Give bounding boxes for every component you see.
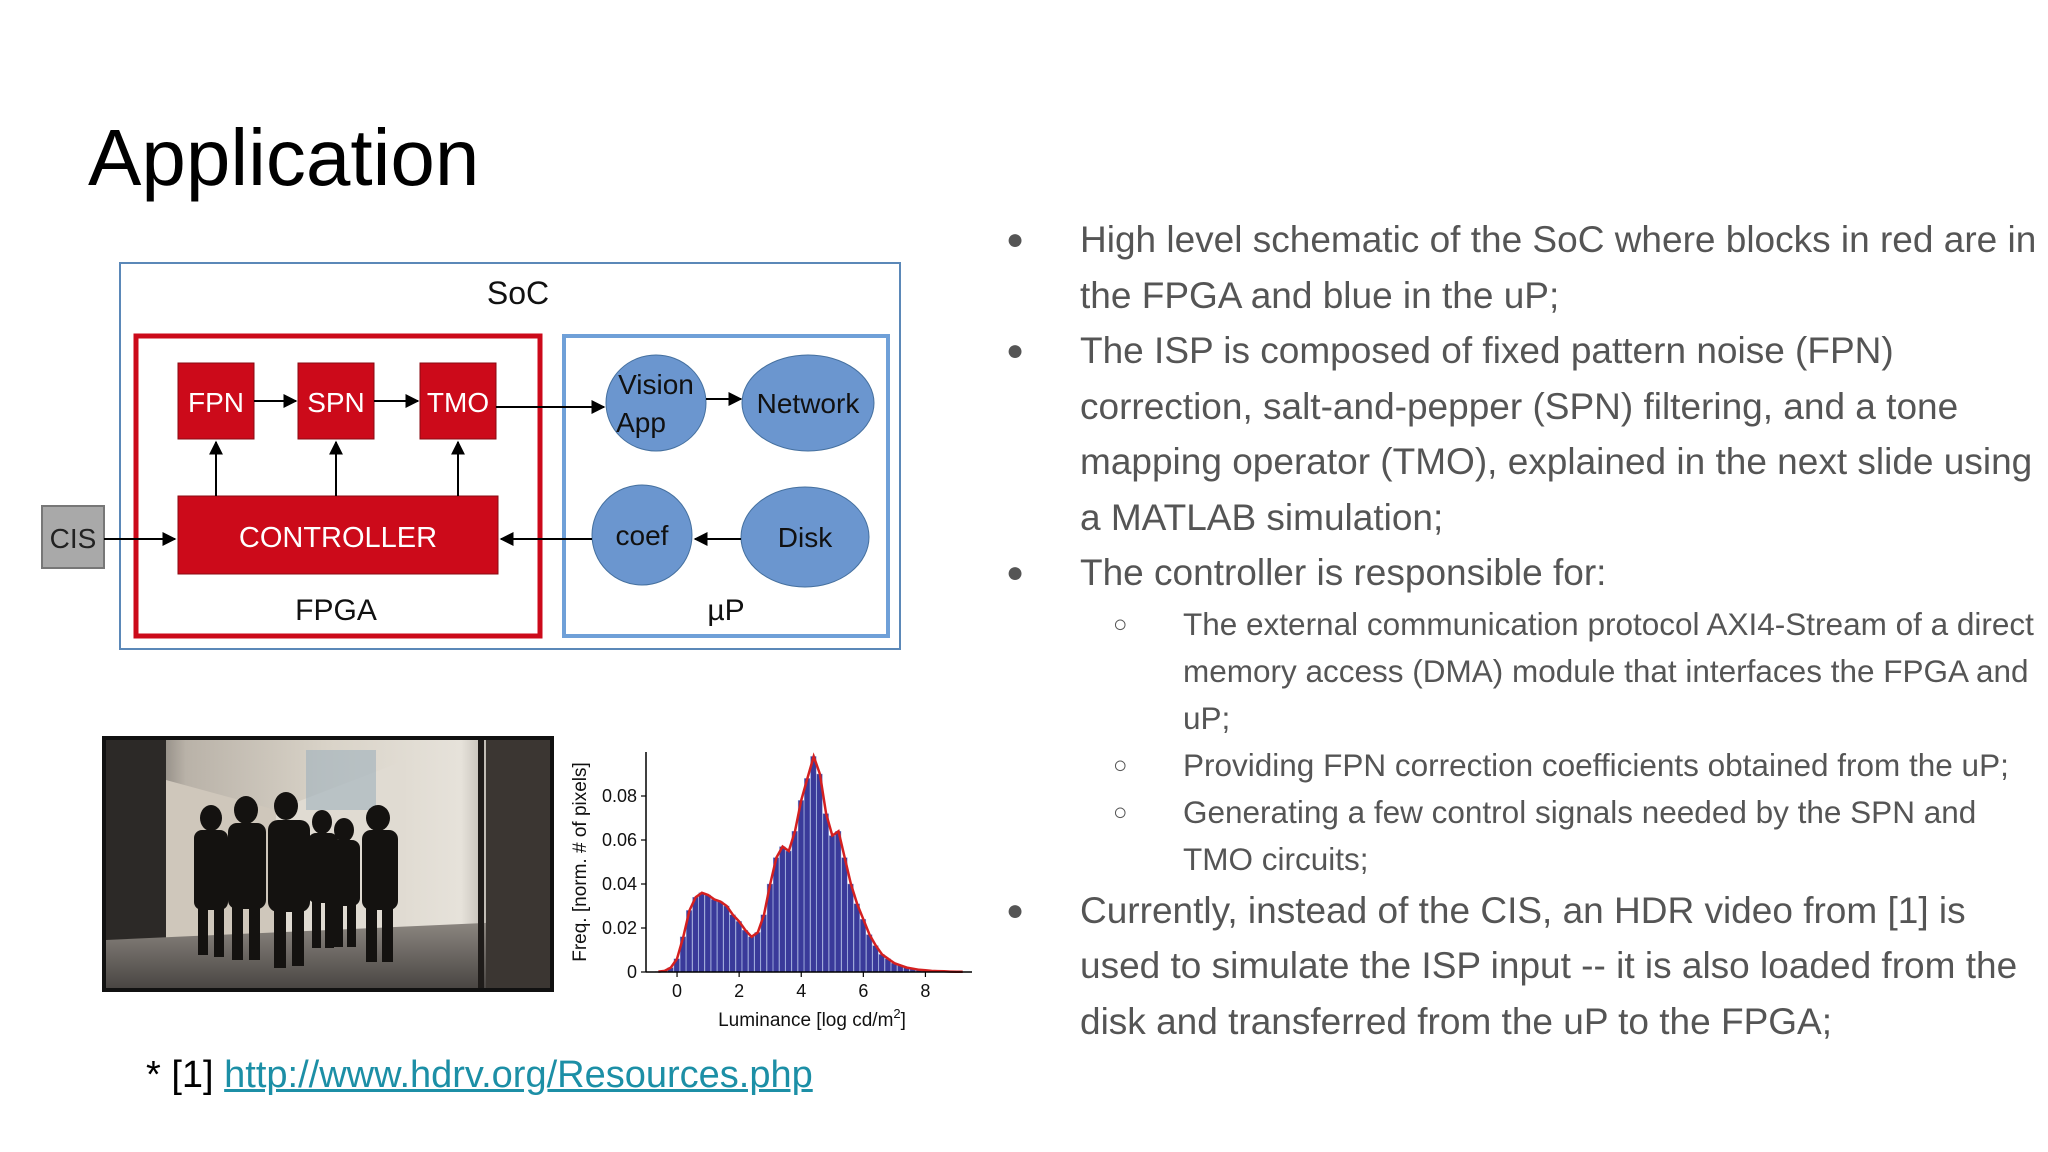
footnote-prefix: * [1] — [146, 1054, 225, 1096]
histogram-bar — [853, 903, 860, 973]
bullet-text: Generating a few control signals needed … — [1183, 793, 1977, 877]
histogram-bar — [773, 857, 780, 973]
histogram-bar — [860, 918, 867, 973]
histogram-bar — [816, 773, 823, 973]
bullet-item: ● High level schematic of the SoC where b… — [1000, 212, 2040, 323]
y-tick-label: 0.08 — [602, 786, 637, 806]
vision-label-2: App — [616, 407, 666, 438]
tmo-label: TMO — [427, 387, 489, 418]
bullet-circle-icon: ○ — [1113, 610, 1128, 638]
histogram-bar — [866, 934, 873, 973]
histogram-bar — [723, 905, 730, 973]
sub-bullet-item: ○ Providing FPN correction coefficients o… — [1000, 742, 2040, 789]
x-tick-label: 2 — [734, 981, 744, 1001]
histogram-bar — [847, 883, 854, 973]
histogram-bar — [748, 936, 755, 973]
fpn-label: FPN — [188, 387, 244, 418]
x-tick-label: 8 — [920, 981, 930, 1001]
histogram-bar — [828, 835, 835, 973]
histogram-bar — [692, 896, 699, 973]
bullet-circle-icon: ○ — [1113, 751, 1128, 779]
histogram-bar — [754, 932, 761, 973]
fpn-block — [177, 362, 255, 440]
histogram-bar — [822, 813, 829, 973]
histogram-bar — [779, 846, 786, 973]
footnote: * [1] http://www.hdrv.org/Resources.php — [146, 1056, 813, 1094]
histogram-bar — [704, 894, 711, 973]
xlabel-text: Luminance [log cd/m — [718, 1010, 893, 1031]
soc-box — [119, 262, 901, 650]
y-tick-label: 0.04 — [602, 874, 637, 894]
bullet-text: Currently, instead of the CIS, an HDR vi… — [1080, 889, 2018, 1042]
x-ticks: 0 2 4 6 8 — [672, 972, 930, 1001]
spn-label: SPN — [307, 387, 365, 418]
bullet-dot-icon: ● — [1006, 334, 1025, 367]
soc-label: SoC — [487, 275, 549, 311]
fpga-label: FPGA — [295, 594, 377, 627]
histogram-xlabel: Luminance [log cd/m2] — [718, 1006, 906, 1031]
histogram-bar — [835, 830, 842, 973]
histogram-bar — [791, 830, 798, 973]
histogram-bar — [742, 929, 749, 973]
sub-bullet-item: ○ Generating a few control signals needed… — [1000, 789, 2040, 883]
y-tick-label: 0.06 — [602, 830, 637, 850]
up-label: µP — [707, 594, 744, 627]
bullet-dot-icon: ● — [1006, 223, 1025, 256]
bullet-list: ● High level schematic of the SoC where b… — [1000, 212, 2040, 1049]
histogram-bar — [698, 892, 705, 973]
histogram-bars — [655, 756, 966, 973]
x-tick-label: 0 — [672, 981, 682, 1001]
y-ticks: 0 0.02 0.04 0.06 0.08 — [602, 786, 646, 982]
spn-block — [297, 362, 375, 440]
bullet-text: The controller is responsible for: — [1080, 552, 1607, 593]
disk-block — [740, 486, 870, 588]
slide-title: Application — [88, 113, 480, 202]
xlabel-sup: 2 — [893, 1006, 900, 1021]
hdr-video-frame — [102, 736, 554, 992]
x-tick-label: 6 — [858, 981, 868, 1001]
histogram-bar — [785, 850, 792, 973]
histogram-bar — [710, 899, 718, 973]
cis-block — [41, 505, 105, 569]
controller-block — [177, 495, 499, 575]
network-label: Network — [757, 388, 861, 419]
histogram-bar — [735, 921, 742, 973]
bullet-text: The external communication protocol AXI4… — [1183, 605, 2034, 736]
bullet-dot-icon: ● — [1006, 556, 1025, 589]
vision-label-1: Vision — [618, 369, 694, 400]
bullet-item: ● Currently, instead of the CIS, an HDR v… — [1000, 883, 2040, 1050]
histogram-bar — [729, 914, 736, 973]
disk-label: Disk — [778, 522, 833, 553]
bullet-dot-icon: ● — [1006, 893, 1025, 927]
fpga-box — [133, 333, 543, 639]
soc-diagram: SoC FPGA µP FPN SPN TMO CONTROLLER CIS V… — [41, 262, 901, 650]
y-tick-label: 0.02 — [602, 918, 637, 938]
xlabel-end: ] — [901, 1010, 906, 1031]
histogram-ylabel: Freq. [norm. # of pixels] — [570, 762, 591, 962]
bullet-text: High level schematic of the SoC where bl… — [1080, 219, 2037, 316]
controller-label: CONTROLLER — [239, 522, 437, 554]
coef-block — [591, 484, 693, 586]
cis-label: CIS — [50, 523, 97, 554]
histogram-bar — [797, 800, 804, 973]
up-box — [562, 334, 890, 638]
y-tick-label: 0 — [627, 962, 637, 982]
resources-link[interactable]: http://www.hdrv.org/Resources.php — [224, 1054, 813, 1096]
vision-app-block — [605, 354, 707, 452]
coef-label: coef — [616, 520, 669, 551]
sub-bullet-item: ○ The external communication protocol AXI… — [1000, 601, 2040, 742]
bullet-text: Providing FPN correction coefficients ob… — [1183, 746, 2009, 783]
bullet-item: ● The controller is responsible for: — [1000, 545, 2040, 601]
bullet-text: The ISP is composed of fixed pattern noi… — [1080, 330, 2033, 538]
bullet-circle-icon: ○ — [1113, 798, 1128, 826]
histogram-bar — [841, 857, 848, 973]
histogram-bar — [810, 756, 817, 973]
histogram-curve — [658, 752, 963, 974]
x-tick-label: 4 — [796, 981, 806, 1001]
luminance-histogram: 0 0.02 0.04 0.06 0.08 0 2 4 6 8 Freq. [norm. # o… — [570, 752, 972, 1031]
histogram-bar — [804, 778, 811, 973]
bullet-item: ● The ISP is composed of fixed pattern no… — [1000, 323, 2040, 545]
histogram-bar — [717, 901, 724, 973]
tmo-block — [419, 362, 497, 440]
